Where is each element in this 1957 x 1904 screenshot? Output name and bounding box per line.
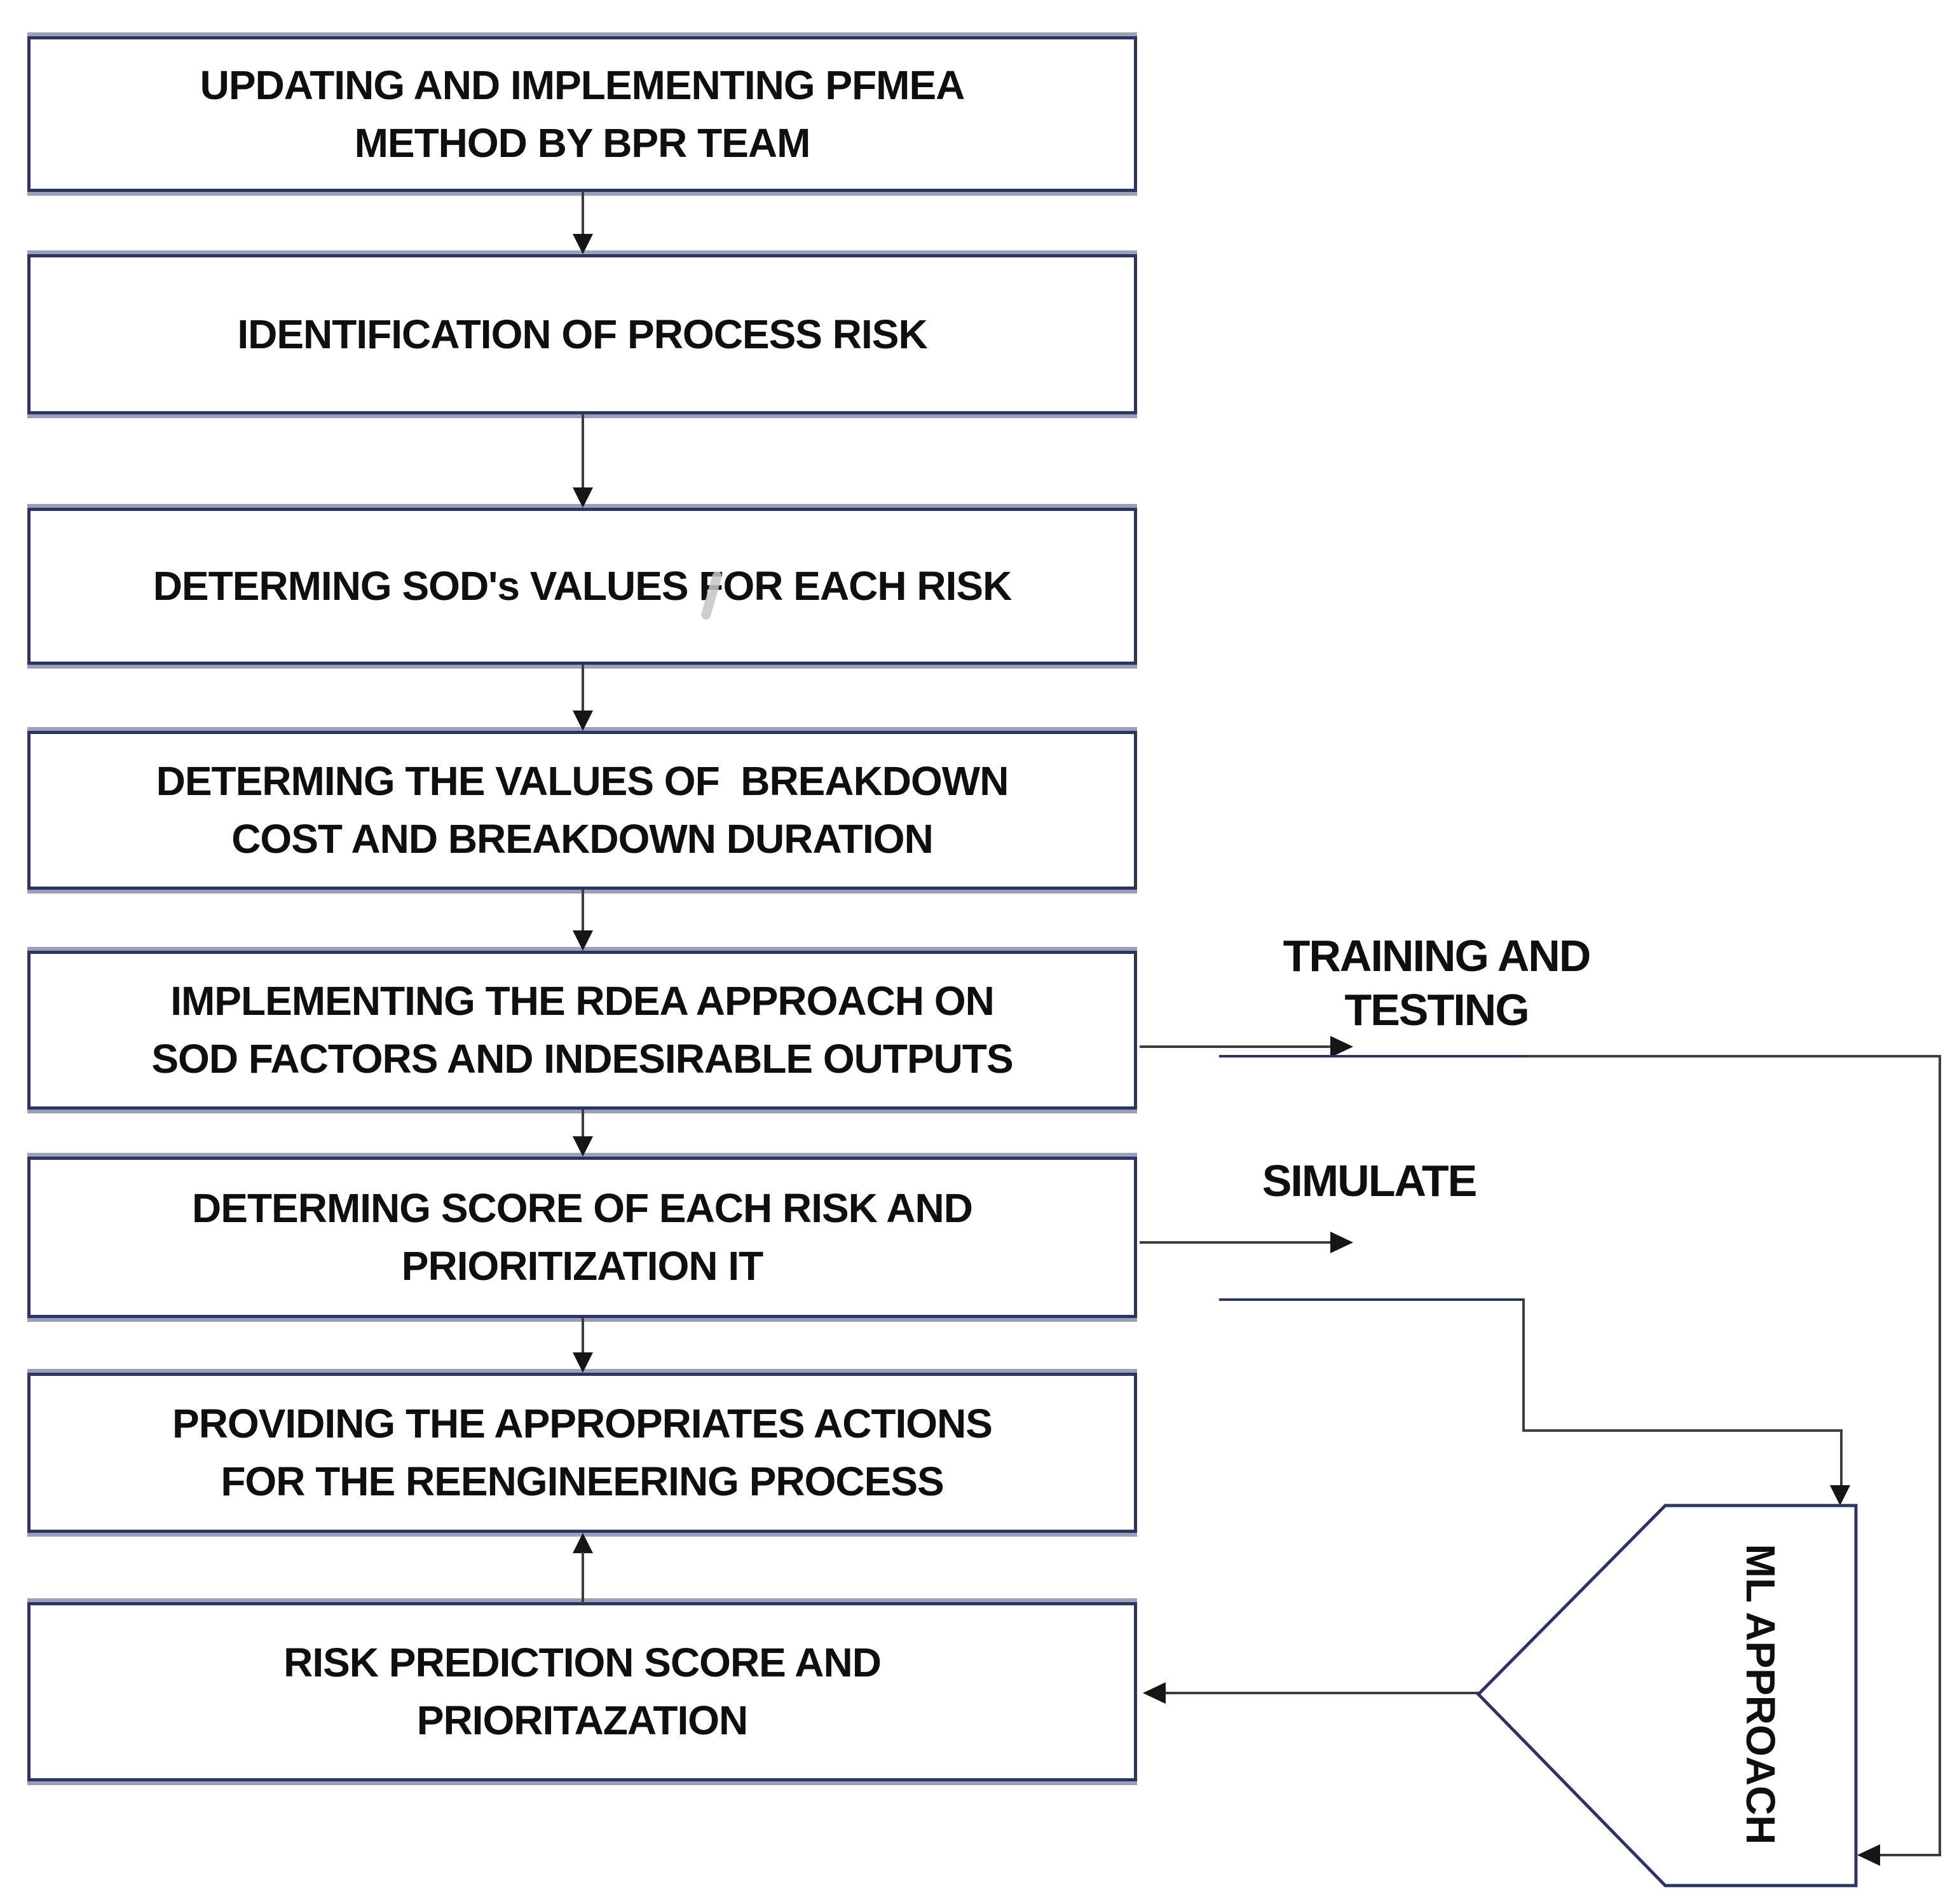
connector-simulate-ml-segment-down2 bbox=[1840, 1429, 1843, 1486]
arrow-b1-b2-head-icon bbox=[573, 234, 593, 254]
arrow-b5-b6-line bbox=[582, 1110, 584, 1138]
flow-box-updating-pfmea: UPDATING AND IMPLEMENTING PFMEA METHOD B… bbox=[27, 36, 1137, 192]
label-simulate: SIMULATE bbox=[1262, 1156, 1478, 1206]
arrow-b8-b7-line bbox=[582, 1552, 584, 1603]
connector-simulate-ml-head-icon bbox=[1830, 1485, 1850, 1506]
arrow-b4-b5-head-icon bbox=[573, 930, 593, 951]
flow-box-actions: PROVIDING THE APPROPRIATES ACTIONS FOR T… bbox=[27, 1373, 1137, 1533]
ml-approach-label: ML APPROACH bbox=[1738, 1544, 1783, 1845]
arrow-b1-b2-line bbox=[582, 192, 584, 236]
arrow-b5-b6-head-icon bbox=[573, 1136, 593, 1157]
flow-box-sod-values: DETERMING SOD's VALUES FOR EACH RISK bbox=[27, 508, 1137, 665]
flow-box-breakdown-values: DETERMING THE VALUES OF BREAKDOWN COST A… bbox=[27, 731, 1137, 890]
arrow-b4-b5-line bbox=[582, 890, 584, 932]
connector-training-ml-segment-navy bbox=[1219, 1055, 1527, 1057]
ml-approach-shape bbox=[1476, 1504, 1858, 1887]
flow-box-identification: IDENTIFICATION OF PROCESS RISK bbox=[27, 254, 1137, 414]
connector-training-ml-segment-bottom bbox=[1879, 1854, 1941, 1856]
arrow-b6-b7-head-icon bbox=[573, 1352, 593, 1373]
ml-approach-pentagon bbox=[1476, 1504, 1858, 1887]
connector-training-ml-head-icon bbox=[1857, 1844, 1880, 1866]
connector-simulate-ml-segment-navy bbox=[1219, 1298, 1525, 1301]
arrow-b8-b7-head-icon bbox=[573, 1533, 593, 1553]
arrow-score-simulate-line bbox=[1140, 1241, 1332, 1244]
arrow-ml-prediction-line bbox=[1166, 1692, 1480, 1694]
connector-simulate-ml-segment-down1 bbox=[1522, 1298, 1525, 1432]
arrow-b2-b3-line bbox=[582, 414, 584, 489]
arrow-b3-b4-line bbox=[582, 665, 584, 712]
flow-box-rdea-approach: IMPLEMENTING THE RDEA APPROACH ON SOD FA… bbox=[27, 951, 1137, 1110]
connector-simulate-ml-segment-across bbox=[1522, 1429, 1843, 1432]
flow-box-risk-score: DETERMING SCORE OF EACH RISK AND PRIORIT… bbox=[27, 1157, 1137, 1318]
arrow-rdea-training-head-icon bbox=[1330, 1036, 1353, 1057]
flow-box-risk-prediction: RISK PREDICTION SCORE AND PRIORITAZATION bbox=[27, 1602, 1137, 1781]
connector-training-ml-segment-right bbox=[1939, 1055, 1941, 1856]
arrow-b2-b3-head-icon bbox=[573, 487, 593, 508]
arrow-b6-b7-line bbox=[582, 1318, 584, 1354]
connector-training-ml-segment-top bbox=[1525, 1055, 1941, 1057]
arrow-score-simulate-head-icon bbox=[1330, 1232, 1353, 1253]
arrow-rdea-training-line bbox=[1140, 1045, 1332, 1048]
arrow-ml-prediction-head-icon bbox=[1143, 1682, 1166, 1704]
arrow-b3-b4-head-icon bbox=[573, 711, 593, 731]
label-training-testing: TRAINING AND TESTING bbox=[1283, 931, 1592, 1035]
